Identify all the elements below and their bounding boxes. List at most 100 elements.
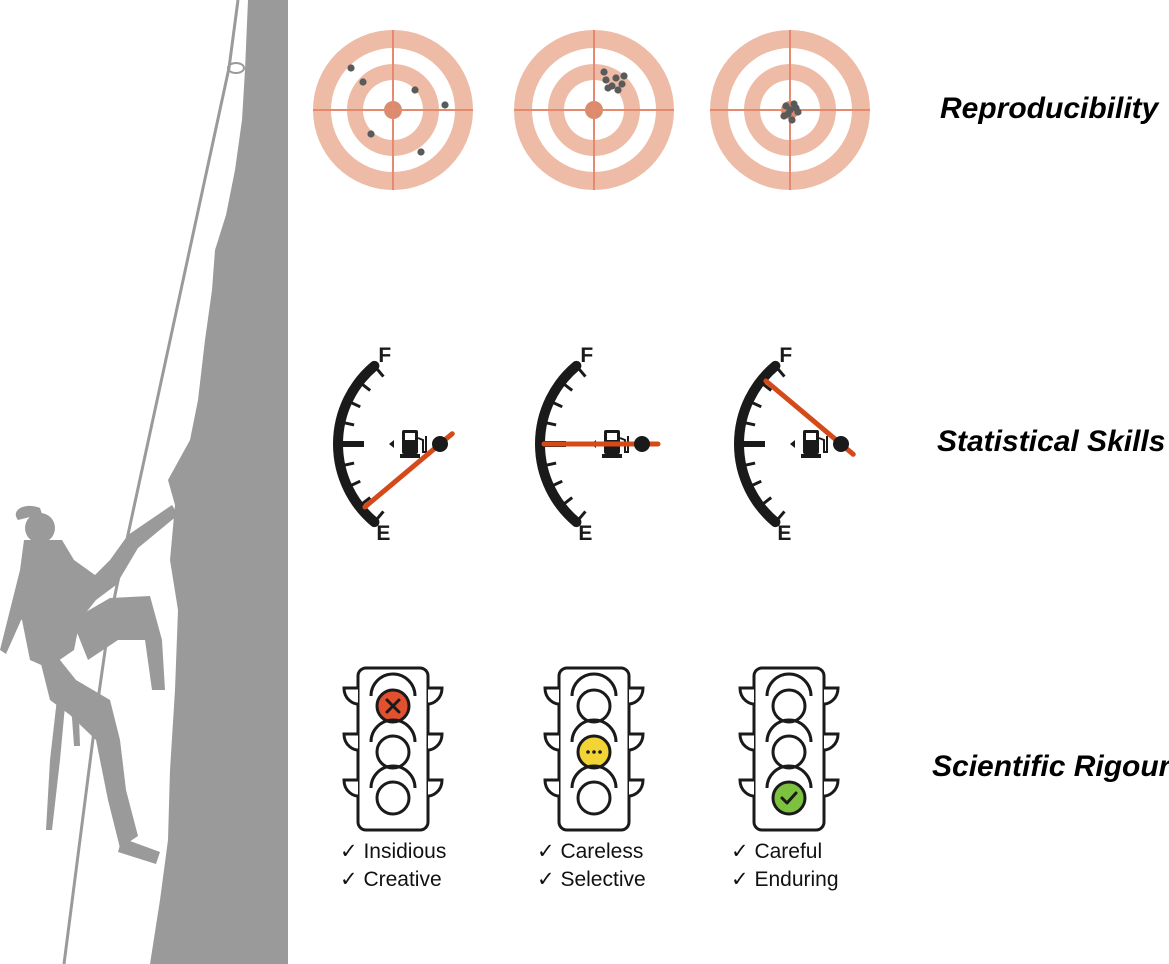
check-mark: ✓	[731, 868, 749, 891]
caption-yellow-light: ✓ Careless ✓ Selective	[537, 838, 646, 894]
side-visor	[738, 732, 755, 752]
lamp-hood	[570, 672, 618, 697]
lamp-hood	[765, 672, 813, 697]
hit-dot	[347, 64, 355, 72]
gauge-tick	[776, 510, 786, 521]
gauge-tick	[762, 383, 773, 392]
gauge-tick	[577, 367, 587, 378]
traffic-lights-row	[342, 666, 840, 832]
check-icon	[780, 791, 798, 805]
gauge-pivot	[634, 436, 650, 452]
lamp-hood	[570, 718, 618, 743]
hit-dot	[417, 148, 425, 156]
gauge-empty-label: E	[777, 522, 791, 545]
hit-dot	[618, 80, 626, 88]
gauge-tick	[776, 367, 786, 378]
hit-dot	[792, 104, 800, 112]
check-mark: ✓	[340, 868, 358, 891]
hit-dot	[600, 68, 608, 76]
targets-row	[313, 30, 870, 190]
fuel-gauge: FE	[734, 344, 856, 545]
side-visor	[543, 778, 560, 798]
caption-item: ✓ Enduring	[731, 868, 839, 891]
lamp-off	[771, 734, 807, 770]
fuel-pump-icon	[389, 430, 427, 458]
gauge-full-label: F	[580, 344, 593, 367]
fuel-pump-icon	[790, 430, 828, 458]
hit-dot	[411, 86, 419, 94]
gauge-tick	[751, 401, 762, 409]
lamp-off	[771, 688, 807, 724]
side-visor	[543, 732, 560, 752]
gauge-tick	[343, 421, 355, 427]
side-visor	[427, 778, 444, 798]
gauge-tick	[361, 496, 372, 505]
check-mark: ✓	[731, 840, 749, 863]
target-icon	[313, 30, 473, 190]
gauge-tick	[545, 461, 557, 467]
gauge-empty-label: E	[376, 522, 390, 545]
traffic-light	[342, 666, 444, 832]
gauge-tick	[563, 496, 574, 505]
gauge-tick	[350, 401, 361, 409]
gauge-tick	[375, 510, 385, 521]
side-visor	[823, 778, 840, 798]
label-statistical-skills: Statistical Skills	[937, 425, 1166, 458]
gauge-full-label: F	[378, 344, 391, 367]
traffic-light	[543, 666, 645, 832]
side-visor	[342, 686, 359, 706]
gauge-tick	[343, 461, 355, 467]
gauge-tick	[545, 421, 557, 427]
lamp-off	[576, 780, 612, 816]
caption-item: ✓ Selective	[537, 868, 646, 891]
side-visor	[738, 686, 755, 706]
hit-dot	[612, 74, 620, 82]
lamp-off	[375, 734, 411, 770]
caption-item: ✓ Insidious	[340, 840, 447, 863]
gauge-tick	[552, 479, 563, 487]
label-reproducibility: Reproducibility	[940, 92, 1159, 125]
gauge-tick	[361, 383, 372, 392]
fuel-gauge: FE	[535, 344, 661, 545]
ellipsis-icon	[586, 750, 602, 754]
side-visor	[628, 686, 645, 706]
caption-red-light: ✓ Insidious ✓ Creative	[340, 838, 446, 894]
side-visor	[628, 732, 645, 752]
hit-dot	[367, 130, 375, 138]
lamp-off	[576, 688, 612, 724]
hit-dot	[614, 86, 622, 94]
check-mark: ✓	[340, 840, 358, 863]
lamp-hood	[369, 672, 417, 697]
gauge-pivot	[432, 436, 448, 452]
lamp-hood	[369, 764, 417, 789]
lamp-off	[375, 780, 411, 816]
caption-item: ✓ Careful	[731, 840, 823, 863]
fuel-gauge: FE	[333, 344, 455, 545]
gauge-arc	[734, 360, 781, 528]
hit-dot	[359, 78, 367, 86]
gauge-tick	[552, 401, 563, 409]
check-mark: ✓	[537, 868, 555, 891]
hit-dot	[602, 76, 610, 84]
hit-dot	[604, 84, 612, 92]
climber-silhouette	[0, 505, 178, 864]
target-icon	[710, 30, 870, 190]
hit-dot	[786, 106, 794, 114]
lamp-hood	[369, 718, 417, 743]
gauge-tick	[762, 496, 773, 505]
side-visor	[342, 732, 359, 752]
gauge-tick	[563, 383, 574, 392]
check-mark: ✓	[537, 840, 555, 863]
rock-wall	[150, 0, 288, 964]
gauge-tick	[744, 461, 756, 467]
label-scientific-rigour: Scientific Rigour	[932, 750, 1169, 783]
hit-dot	[788, 116, 796, 124]
gauge-tick	[350, 479, 361, 487]
gauge-tick	[375, 367, 385, 378]
gauge-arc	[535, 360, 582, 528]
gauge-pivot	[833, 436, 849, 452]
gauge-arc	[333, 360, 380, 528]
target-icon	[514, 30, 674, 190]
